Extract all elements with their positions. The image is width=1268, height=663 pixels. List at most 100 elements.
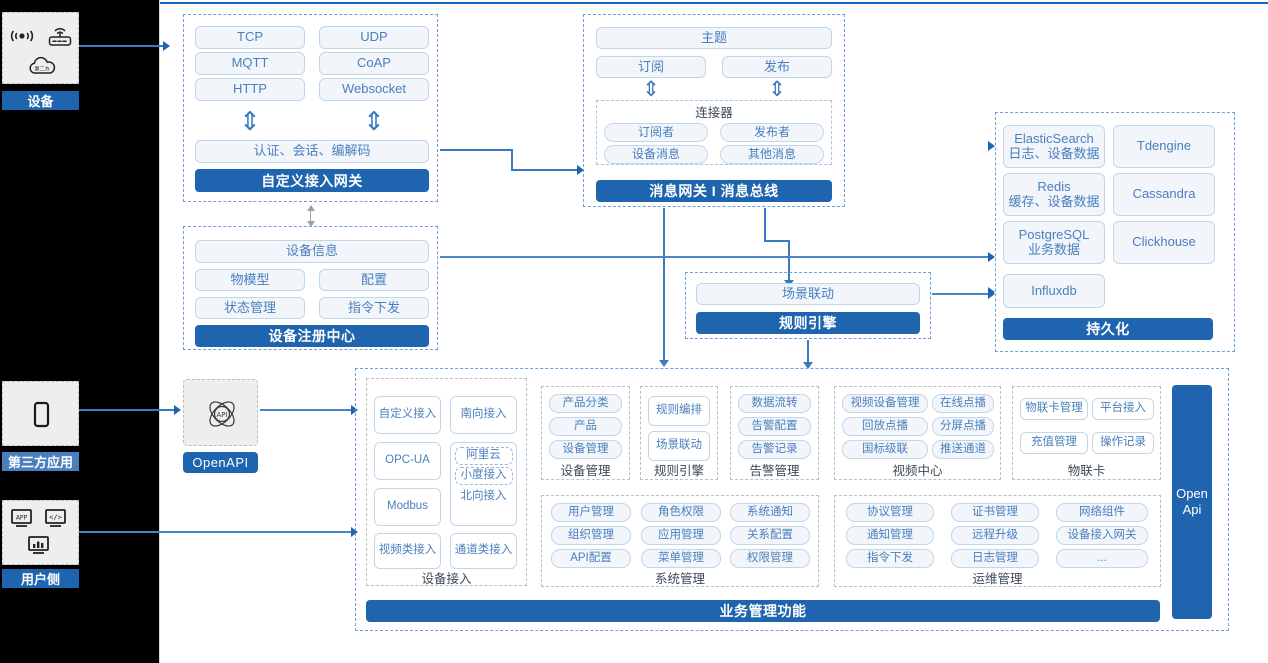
access-xiaodu[interactable]: 小度接入 (454, 467, 513, 485)
cloud-icon: 第二方 (27, 55, 58, 77)
access-custom[interactable]: 自定义接入 (374, 396, 441, 434)
custom-access-gateway-bar[interactable]: 自定义接入网关 (195, 169, 429, 192)
auth-session-codec[interactable]: 认证、会话、编解码 (195, 140, 429, 163)
connector-persistence-arrow-bottom (988, 287, 995, 297)
video-live-ondemand[interactable]: 在线点播 (932, 394, 994, 413)
protocol-mqtt[interactable]: MQTT (195, 52, 305, 75)
thing-model-box[interactable]: 物模型 (195, 269, 305, 291)
alarm-records[interactable]: 告警记录 (738, 440, 811, 459)
connector-device-to-gateway (79, 45, 165, 47)
business-caption-iot-card: 物联卡 (1067, 464, 1106, 478)
sys-role-permission[interactable]: 角色权限 (641, 503, 721, 522)
openapi-label[interactable]: OpenAPI (183, 452, 258, 473)
devmgmt-product-category[interactable]: 产品分类 (549, 394, 622, 413)
connector-other-message[interactable]: 其他消息 (720, 145, 824, 164)
video-push-channel[interactable]: 推送通道 (932, 440, 994, 459)
topic-box[interactable]: 主题 (596, 27, 832, 49)
video-gb-cascade[interactable]: 国标级联 (842, 440, 928, 459)
message-gateway-bar[interactable]: 消息网关 I 消息总线 (596, 180, 832, 202)
access-channel[interactable]: 通道类接入 (450, 533, 517, 569)
video-split-screen[interactable]: 分屏点播 (932, 417, 994, 436)
ops-log-management[interactable]: 日志管理 (951, 549, 1039, 568)
persistence-redis[interactable]: Redis 缓存、设备数据 (1003, 173, 1105, 216)
access-northbound-box[interactable]: 阿里云 小度接入 北向接入 (450, 442, 517, 526)
persistence-elasticsearch-name: ElasticSearch (1014, 130, 1094, 146)
publish-box[interactable]: 发布 (722, 56, 832, 78)
connector-msg-down-left (663, 208, 665, 364)
access-modbus[interactable]: Modbus (374, 488, 441, 526)
business-group-alarm-management (730, 386, 819, 480)
access-aliyun[interactable]: 阿里云 (454, 447, 513, 465)
ops-device-access-gateway[interactable]: 设备接入网关 (1056, 526, 1148, 545)
devmgmt-product[interactable]: 产品 (549, 417, 622, 436)
ops-notification-management[interactable]: 通知管理 (846, 526, 934, 545)
persistence-elasticsearch[interactable]: ElasticSearch 日志、设备数据 (1003, 125, 1105, 168)
sys-relation-config[interactable]: 关系配置 (730, 526, 810, 545)
device-label: 设备 (2, 91, 79, 110)
protocol-websocket[interactable]: Websocket (319, 78, 429, 101)
openapi-card[interactable]: API (183, 379, 258, 446)
subscribe-box[interactable]: 订阅 (596, 56, 706, 78)
connector-subgroup (596, 100, 832, 165)
persistence-clickhouse[interactable]: Clickhouse (1113, 221, 1215, 264)
business-bottom-bar[interactable]: 业务管理功能 (366, 600, 1160, 622)
connector-subscriber[interactable]: 订阅者 (604, 123, 708, 142)
iot-operation-log[interactable]: 操作记录 (1092, 432, 1154, 454)
devmgmt-device-management[interactable]: 设备管理 (549, 440, 622, 459)
ops-more[interactable]: ... (1056, 549, 1148, 568)
persistence-cassandra[interactable]: Cassandra (1113, 173, 1215, 216)
alarm-config[interactable]: 告警配置 (738, 417, 811, 436)
business-group-rule-engine (640, 386, 718, 480)
message-gateway-group (583, 14, 845, 207)
open-api-side-bar[interactable]: Open Api (1172, 385, 1212, 619)
ops-remote-upgrade[interactable]: 远程升级 (951, 526, 1039, 545)
video-playback[interactable]: 回放点播 (842, 417, 928, 436)
state-management-box[interactable]: 状态管理 (195, 297, 305, 319)
access-video[interactable]: 视频类接入 (374, 533, 441, 569)
connector-thirdparty-arrow (174, 405, 181, 415)
sys-org-management[interactable]: 组织管理 (551, 526, 631, 545)
connector-persistence-arrow-top (988, 141, 995, 151)
ops-certificate-management[interactable]: 证书管理 (951, 503, 1039, 522)
rulemgmt-orchestration[interactable]: 规则编排 (648, 396, 710, 426)
device-registry-bar[interactable]: 设备注册中心 (195, 325, 429, 347)
persistence-influxdb[interactable]: Influxdb (1003, 274, 1105, 308)
connector-publisher[interactable]: 发布者 (720, 123, 824, 142)
business-caption-ops-management: 运维管理 (972, 572, 1023, 586)
ops-protocol-management[interactable]: 协议管理 (846, 503, 934, 522)
alarm-data-flow[interactable]: 数据流转 (738, 394, 811, 413)
protocol-http[interactable]: HTTP (195, 78, 305, 101)
access-opcua[interactable]: OPC-UA (374, 442, 441, 480)
sys-system-notice[interactable]: 系统通知 (730, 503, 810, 522)
iot-platform-access[interactable]: 平台接入 (1092, 398, 1154, 420)
persistence-postgresql[interactable]: PostgreSQL 业务数据 (1003, 221, 1105, 264)
iot-recharge-management[interactable]: 充值管理 (1020, 432, 1088, 454)
access-southbound[interactable]: 南向接入 (450, 396, 517, 434)
video-device-management[interactable]: 视频设备管理 (842, 394, 928, 413)
command-dispatch-box[interactable]: 指令下发 (319, 297, 429, 319)
ops-command-dispatch[interactable]: 指令下发 (846, 549, 934, 568)
open-api-side-line1: Open (1176, 485, 1208, 501)
ops-network-component[interactable]: 网络组件 (1056, 503, 1148, 522)
device-info-box[interactable]: 设备信息 (195, 240, 429, 263)
scene-linkage-box[interactable]: 场景联动 (696, 283, 920, 305)
rule-engine-bar[interactable]: 规则引擎 (696, 312, 920, 334)
sys-api-config[interactable]: API配置 (551, 549, 631, 568)
protocol-udp[interactable]: UDP (319, 26, 429, 49)
rulemgmt-scene-linkage[interactable]: 场景联动 (648, 431, 710, 461)
sys-permission-management[interactable]: 权限管理 (730, 549, 810, 568)
connector-device-message[interactable]: 设备消息 (604, 145, 708, 164)
protocol-coap[interactable]: CoAP (319, 52, 429, 75)
iot-card-management[interactable]: 物联卡管理 (1020, 398, 1088, 420)
persistence-tdengine[interactable]: Tdengine (1113, 125, 1215, 168)
connector-msg-down-right-v2 (788, 240, 790, 284)
persistence-bar[interactable]: 持久化 (1003, 318, 1213, 340)
top-accent-line (160, 2, 1268, 4)
access-northbound-label: 北向接入 (460, 490, 507, 502)
sys-user-management[interactable]: 用户管理 (551, 503, 631, 522)
sys-app-management[interactable]: 应用管理 (641, 526, 721, 545)
bidirectional-arrow-subscribe: ⇕ (642, 76, 660, 101)
protocol-tcp[interactable]: TCP (195, 26, 305, 49)
sys-menu-management[interactable]: 菜单管理 (641, 549, 721, 568)
config-box[interactable]: 配置 (319, 269, 429, 291)
